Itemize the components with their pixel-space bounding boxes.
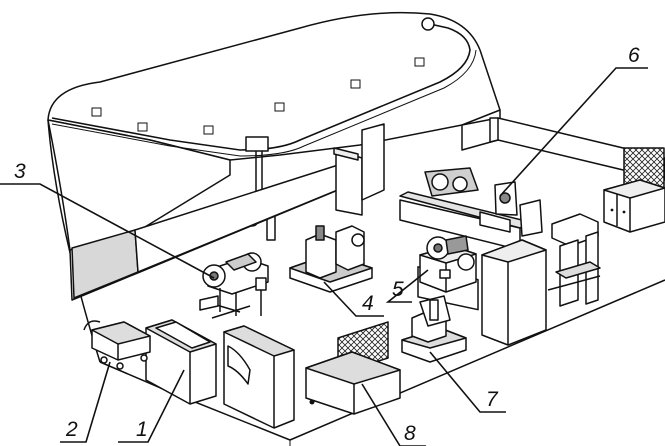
leader-2 — [60, 361, 111, 443]
press-machine — [547, 213, 601, 307]
machine-5-grinder — [419, 235, 477, 293]
machine-7-mill — [401, 295, 467, 363]
callout-4: 4 — [362, 292, 374, 315]
leader-5 — [385, 269, 429, 303]
item-2-cart — [83, 320, 151, 370]
item-8-tank — [305, 321, 401, 415]
floor — [99, 279, 665, 446]
rail-hangers — [91, 57, 425, 135]
building-shell — [47, 11, 501, 363]
leader-3 — [0, 183, 215, 279]
callout-7: 7 — [486, 388, 499, 411]
tall-cabinet — [481, 239, 547, 346]
callout-6: 6 — [628, 44, 640, 67]
leader-6 — [499, 67, 648, 197]
machine-4-milling — [289, 225, 373, 293]
callout-5: 5 — [392, 278, 404, 301]
machine-3-drill — [199, 252, 269, 319]
leader-4 — [323, 281, 384, 317]
leader-lines — [0, 67, 648, 446]
callout-3: 3 — [14, 160, 26, 183]
corner-cabinet — [603, 147, 665, 233]
partitions — [69, 117, 665, 301]
leader-1 — [118, 369, 185, 443]
callout-labels: 1 2 3 4 5 6 7 8 — [14, 44, 640, 445]
leader-8 — [361, 383, 426, 446]
callout-8: 8 — [404, 422, 416, 445]
left-end-wall — [47, 119, 231, 251]
front-counter — [223, 325, 295, 429]
item-1-bin — [145, 319, 217, 405]
leader-7 — [429, 351, 506, 413]
callout-2: 2 — [65, 418, 78, 441]
callout-1: 1 — [136, 418, 148, 441]
roof-outline — [47, 11, 501, 161]
